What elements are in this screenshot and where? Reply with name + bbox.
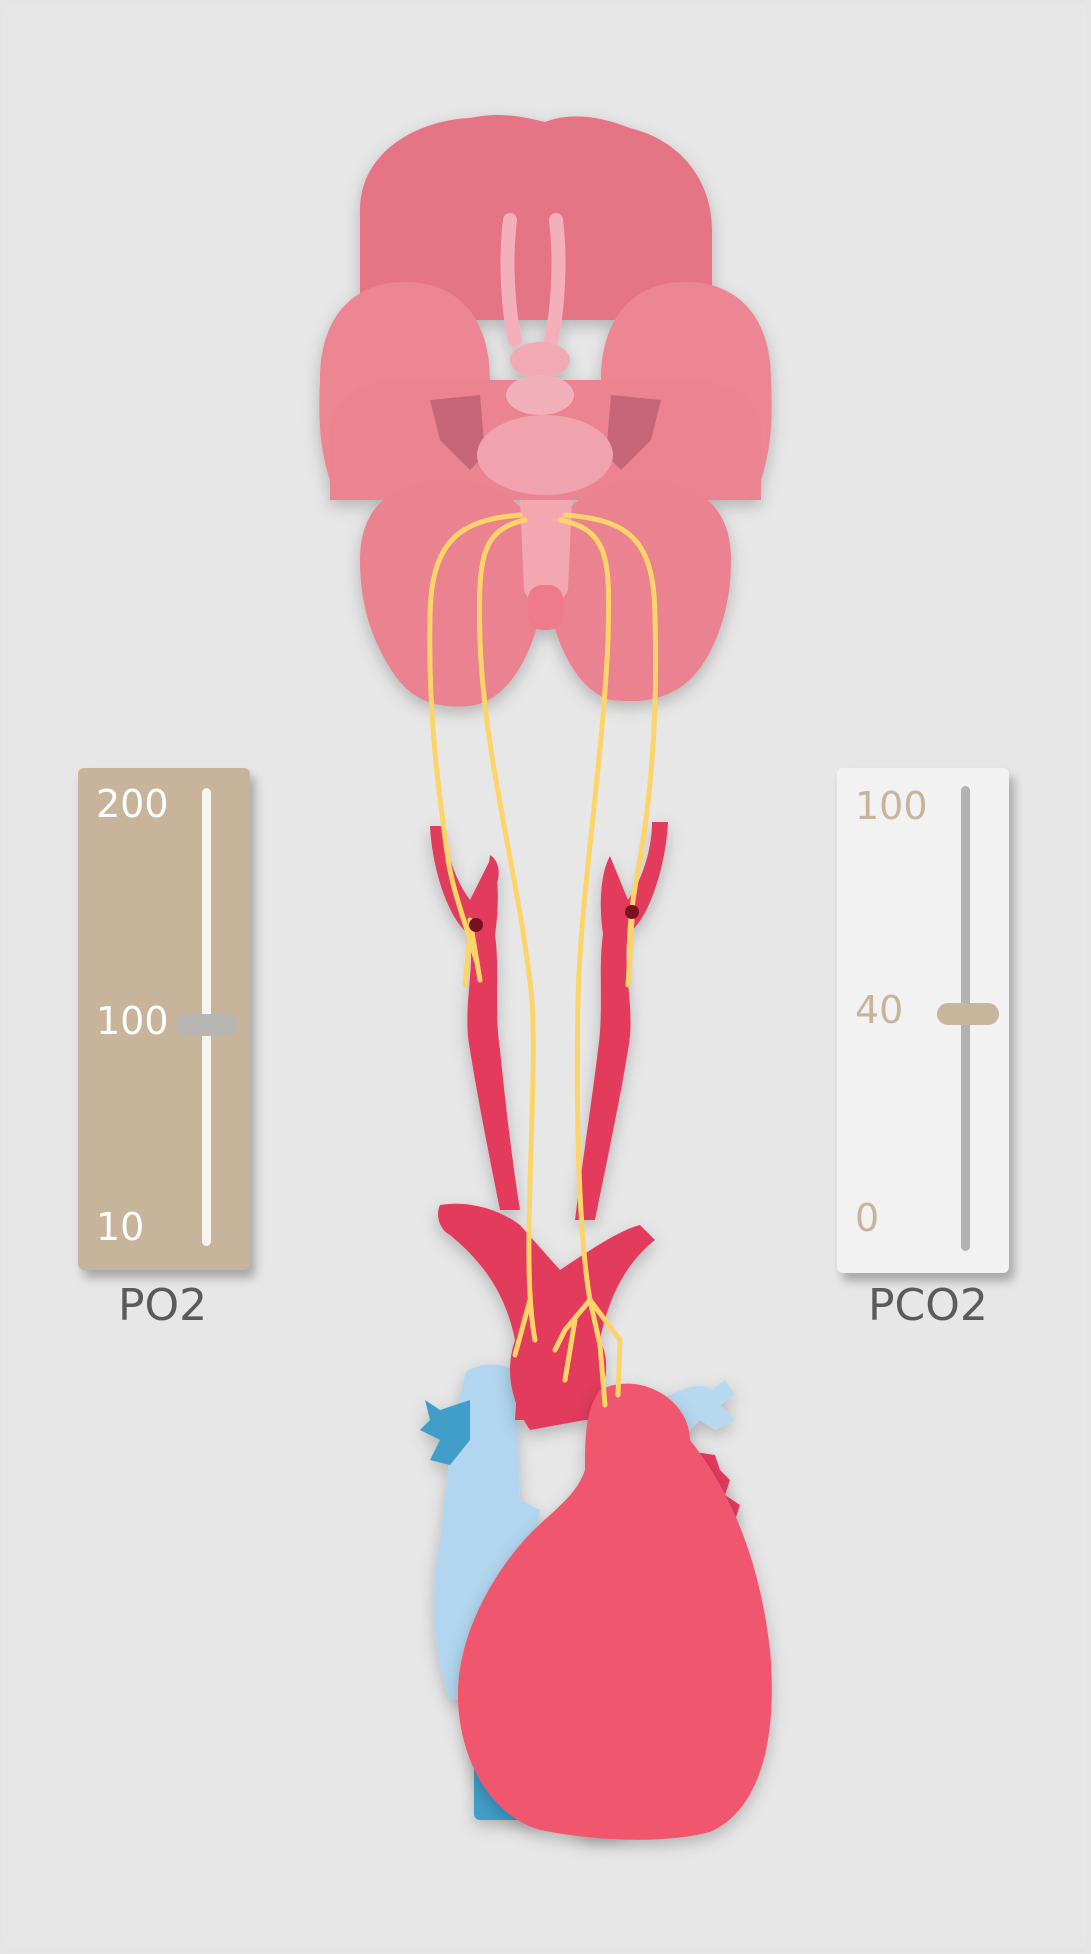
pco2-tick-label: 100 xyxy=(855,784,928,828)
po2-title: PO2 xyxy=(118,1280,208,1331)
pco2-title: PCO2 xyxy=(868,1280,988,1331)
po2-gauge: 200 100 10 xyxy=(78,768,250,1270)
nerve-icon xyxy=(427,512,659,1408)
pco2-slider-thumb[interactable] xyxy=(937,1003,999,1025)
pco2-tick-label: 40 xyxy=(855,988,904,1032)
po2-tick-label: 200 xyxy=(96,782,169,826)
brain-icon xyxy=(319,115,772,707)
po2-tick-label: 100 xyxy=(96,999,169,1043)
heart-icon xyxy=(457,1383,772,1840)
po2-tick-label: 10 xyxy=(96,1205,145,1249)
po2-slider-thumb[interactable] xyxy=(176,1014,238,1036)
pco2-gauge: 100 40 0 xyxy=(837,768,1009,1273)
pco2-tick-label: 0 xyxy=(855,1196,880,1240)
